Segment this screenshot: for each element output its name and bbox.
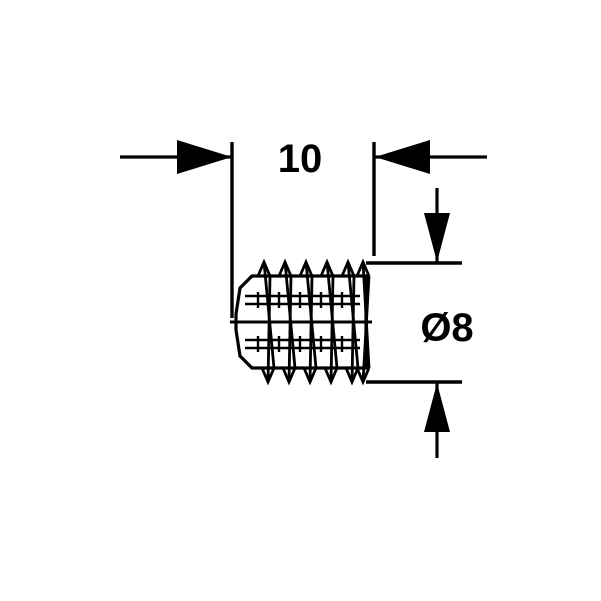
top-dimension-arrow	[424, 188, 450, 262]
up-arrowhead-icon	[424, 383, 450, 432]
right-arrowhead-icon	[375, 140, 430, 174]
thread-flank-4b	[329, 275, 335, 383]
thread-flank-1b	[266, 275, 272, 383]
bottom-dimension-arrow	[424, 383, 450, 458]
external-thread-crests	[256, 258, 371, 386]
down-arrowhead-icon	[424, 213, 450, 262]
left-arrowhead-icon	[177, 140, 232, 174]
insert-nose-chamfer-lines	[238, 274, 254, 370]
thread-flank-2b	[287, 275, 293, 383]
chamfer-bottom-line	[238, 354, 254, 370]
thread-flank-5b	[350, 275, 356, 383]
right-dimension-arrow	[375, 140, 487, 174]
extension-lines	[230, 142, 462, 384]
chamfer-top-line	[238, 274, 254, 290]
thread-flank-6b	[361, 275, 371, 383]
thread-flank-3b	[308, 275, 314, 383]
bore-thread-ticks	[256, 292, 344, 352]
dimension-arrows-diameter	[424, 188, 450, 458]
threaded-insert-part	[230, 258, 372, 386]
length-dimension-label: 10	[278, 137, 323, 181]
dimension-arrows-length	[120, 140, 487, 174]
left-dimension-arrow	[120, 140, 232, 174]
diameter-dimension-label: Ø8	[420, 306, 473, 350]
